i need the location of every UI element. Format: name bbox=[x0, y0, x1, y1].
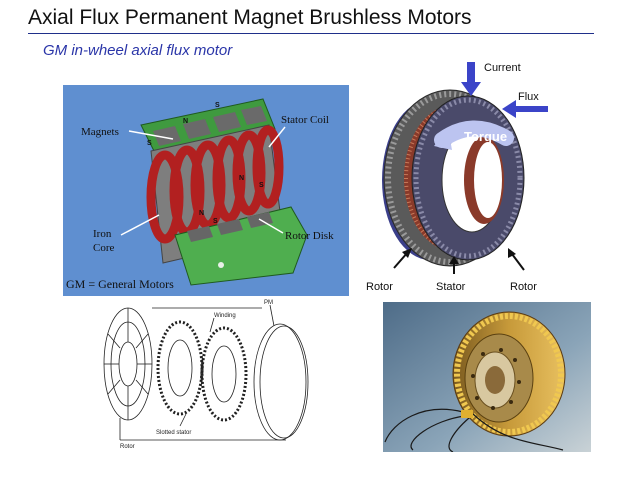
leader-line bbox=[179, 413, 187, 427]
gm-motor-diagram: N S S N S S N Magnets Stator Coil Iron C… bbox=[63, 85, 349, 296]
page-subtitle: GM in-wheel axial flux motor bbox=[43, 42, 233, 59]
rotor-right-arrow bbox=[511, 253, 525, 271]
exploded-view-diagram: PM Winding Slotted stator Rotor bbox=[90, 298, 328, 450]
stator-label: Stator bbox=[436, 281, 466, 293]
pole-label: S bbox=[259, 182, 264, 189]
rotor-bolt bbox=[218, 262, 224, 268]
pole-label: N bbox=[239, 175, 244, 182]
leader-line bbox=[209, 317, 215, 333]
torque-label: Torque bbox=[464, 129, 507, 144]
title-divider bbox=[28, 33, 594, 34]
leader-line bbox=[258, 218, 284, 234]
page-title: Axial Flux Permanent Magnet Brushless Mo… bbox=[28, 6, 472, 29]
stator-coil-label: Stator Coil bbox=[281, 114, 329, 126]
magnets-label: Magnets bbox=[81, 126, 119, 138]
leader-line bbox=[268, 126, 286, 148]
winding-label: Winding bbox=[214, 313, 236, 319]
slotted-stator-2 bbox=[200, 326, 248, 422]
winding-band bbox=[454, 313, 564, 435]
front-rotor-disk bbox=[174, 206, 308, 286]
torque-flux-diagram: Torque Current Flux Rotor Stator Rotor bbox=[360, 60, 555, 296]
back-magnets bbox=[153, 106, 267, 146]
gm-footnote: GM = General Motors bbox=[66, 277, 174, 291]
pole-label: N bbox=[183, 118, 188, 125]
slotted-stator-1 bbox=[156, 320, 204, 416]
gm-motor-illustration: N S S N S S N Magnets Stator Coil Iron C… bbox=[81, 98, 334, 286]
pole-label: S bbox=[213, 218, 218, 225]
cables bbox=[384, 408, 564, 452]
flux-label: Flux bbox=[518, 91, 539, 103]
rotor-disk-label: Rotor Disk bbox=[285, 230, 334, 242]
motor-photo bbox=[383, 302, 591, 452]
pm-rotor-disc bbox=[253, 323, 307, 441]
pm-label: PM bbox=[264, 300, 273, 306]
flux-arrow bbox=[514, 106, 548, 112]
rotor-label: Rotor bbox=[120, 444, 135, 450]
slotted-stator-label: Slotted stator bbox=[156, 430, 191, 436]
leader-line bbox=[269, 304, 275, 327]
rotor-left-label: Rotor bbox=[366, 281, 393, 293]
leader-line bbox=[128, 130, 174, 140]
iron-core-label: Core bbox=[93, 242, 115, 254]
pole-label: N bbox=[199, 210, 204, 217]
current-label: Current bbox=[484, 62, 521, 74]
bolt-holes bbox=[471, 348, 521, 410]
exploded-illustration: PM Winding Slotted stator Rotor bbox=[103, 300, 309, 450]
rotor-right-label: Rotor bbox=[510, 281, 537, 293]
connector bbox=[461, 410, 473, 418]
iron-core-label: Iron bbox=[93, 228, 112, 240]
leader-line bbox=[120, 214, 160, 236]
pole-label: S bbox=[215, 102, 220, 109]
pole-label: S bbox=[147, 140, 152, 147]
motor-photo-image bbox=[383, 302, 591, 452]
current-arrow bbox=[467, 62, 475, 84]
torque-illustration: Torque Current Flux Rotor Stator Rotor bbox=[366, 62, 548, 293]
